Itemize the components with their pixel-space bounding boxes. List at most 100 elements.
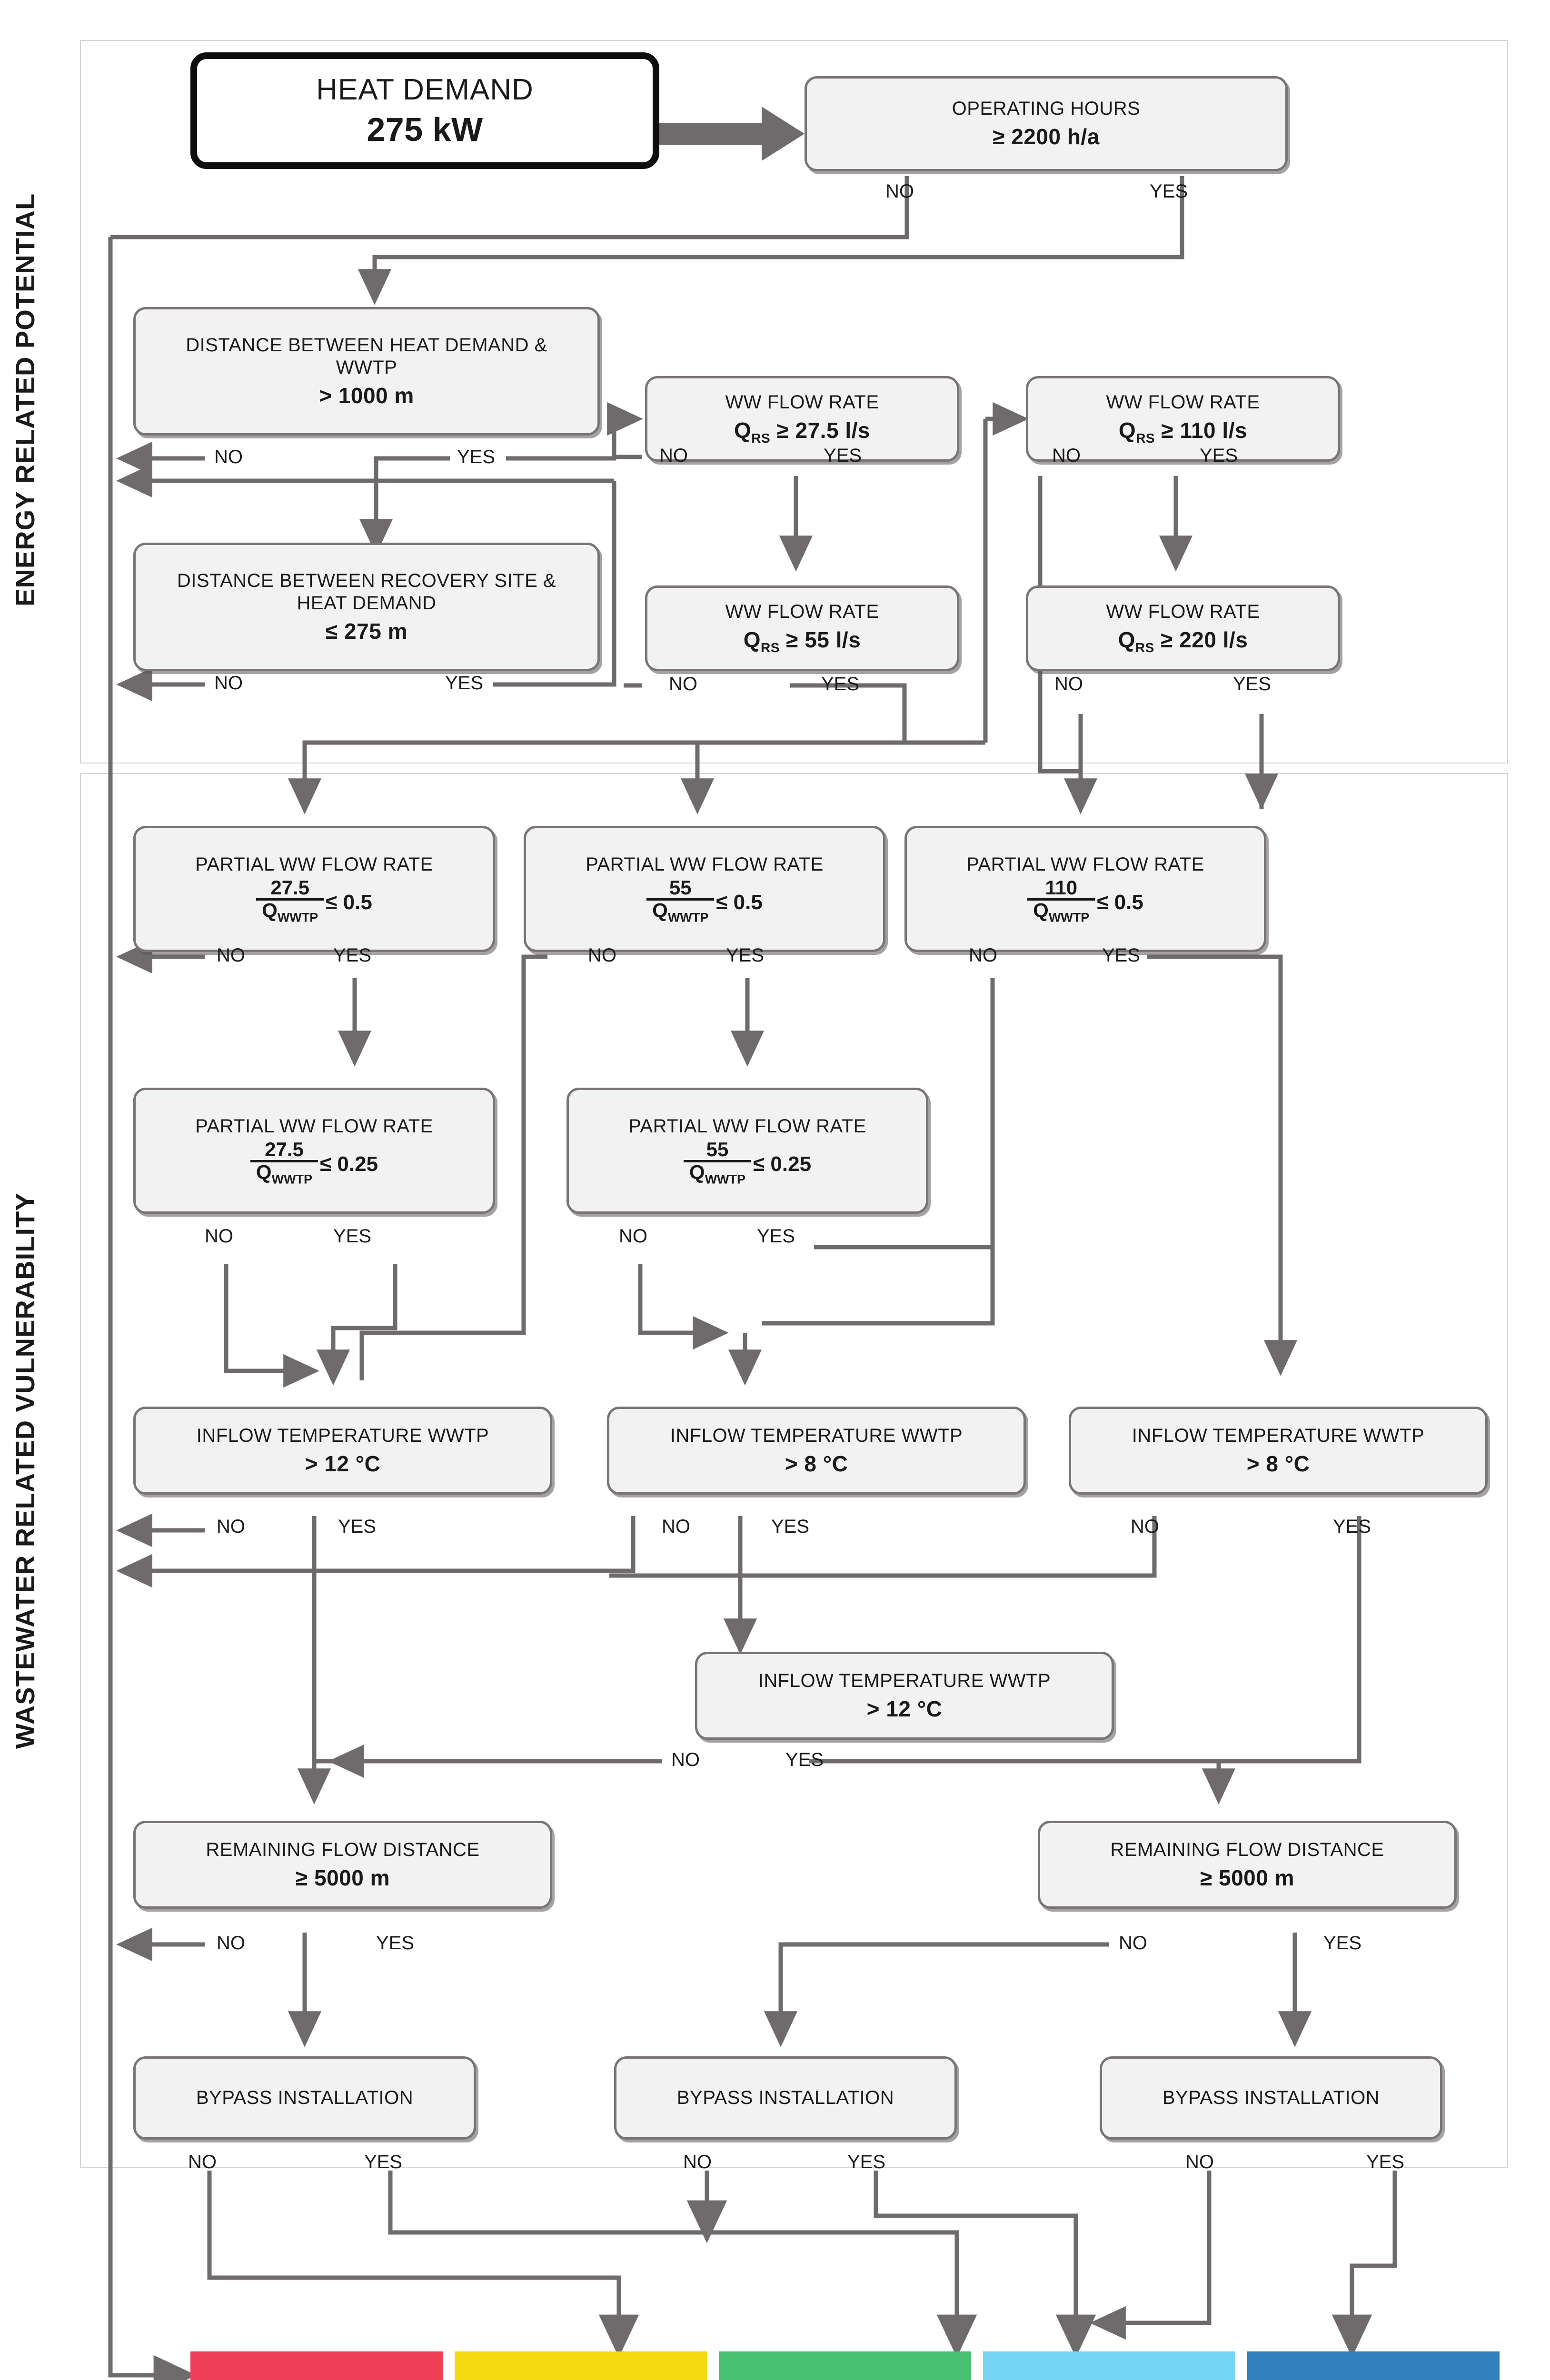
branch-label-bypass-right-no: NO: [1185, 2152, 1214, 2172]
node-partial-ww-flow-rate-55-0-25[interactable]: PARTIAL WW FLOW RATE 55 QWWTP ≤ 0.25: [566, 1088, 928, 1214]
node-title: OPERATING HOURS: [952, 98, 1141, 119]
node-title: PARTIAL WW FLOW RATE: [628, 1116, 866, 1137]
fraction: 27.5 QWWTP ≤ 0.25: [250, 1138, 378, 1186]
node-value: > 12 °C: [866, 1696, 943, 1721]
node-ww-flow-rate-55[interactable]: WW FLOW RATE QRS ≥ 55 l/s: [645, 585, 959, 671]
fraction: 55 QWWTP ≤ 0.25: [683, 1138, 811, 1186]
branch-label-dist-wwtp-yes: YES: [457, 446, 496, 467]
fraction-numerator: 110: [1045, 876, 1078, 899]
node-value: ≥ 2200 h/a: [993, 124, 1100, 149]
node-partial-ww-flow-rate-27-5-0-5[interactable]: PARTIAL WW FLOW RATE 27.5 QWWTP ≤ 0.5: [133, 826, 495, 952]
fraction-denominator: QWWTP: [250, 1160, 318, 1186]
node-ww-flow-rate-110[interactable]: WW FLOW RATE QRS ≥ 110 l/s: [1026, 376, 1340, 462]
branch-label-dist-wwtp-no: NO: [214, 446, 243, 467]
node-value: QRS ≥ 55 l/s: [743, 627, 861, 655]
node-title: BYPASS INSTALLATION: [196, 2087, 414, 2108]
branch-label-pw55-025-no: NO: [619, 1226, 647, 1247]
node-bypass-installation-right[interactable]: BYPASS INSTALLATION: [1100, 2056, 1442, 2140]
node-value: ≤ 275 m: [326, 619, 407, 644]
fraction-denominator: QWWTP: [683, 1160, 752, 1186]
node-value: > 8 °C: [785, 1451, 848, 1476]
branch-label-inflow12-mid-yes: YES: [785, 1749, 824, 1770]
fraction-operator: ≤ 0.5: [326, 891, 372, 914]
node-value: QRS ≥ 220 l/s: [1118, 627, 1248, 655]
node-title: INFLOW TEMPERATURE WWTP: [758, 1670, 1051, 1691]
node-remaining-flow-distance-left[interactable]: REMAINING FLOW DISTANCE ≥ 5000 m: [133, 1821, 552, 1909]
result-less-suitable[interactable]: less suitable: [455, 2351, 707, 2380]
node-bypass-installation-left[interactable]: BYPASS INSTALLATION: [133, 2056, 476, 2140]
node-title: DISTANCE BETWEEN RECOVERY SITE & HEAT DE…: [177, 570, 556, 614]
fraction: 27.5 QWWTP ≤ 0.5: [256, 877, 372, 924]
fraction: 55 QWWTP ≤ 0.5: [646, 876, 763, 924]
node-value: > 8 °C: [1246, 1451, 1310, 1476]
fraction-denominator: QWWTP: [646, 898, 715, 924]
node-title: INFLOW TEMPERATURE WWTP: [1132, 1425, 1425, 1446]
node-heat-demand[interactable]: HEAT DEMAND 275 kW: [190, 52, 659, 169]
node-title: BYPASS INSTALLATION: [1162, 2087, 1380, 2108]
branch-label-pw110-05-no: NO: [969, 945, 997, 966]
fraction-operator: ≤ 0.25: [320, 1152, 378, 1176]
node-value: > 12 °C: [305, 1451, 381, 1476]
branch-label-ww220-yes: YES: [1233, 674, 1272, 694]
node-partial-ww-flow-rate-110-0-5[interactable]: PARTIAL WW FLOW RATE 110 QWWTP ≤ 0.5: [904, 826, 1266, 952]
node-ww-flow-rate-220[interactable]: WW FLOW RATE QRS ≥ 220 l/s: [1026, 585, 1340, 671]
fraction-operator: ≤ 0.5: [716, 891, 763, 914]
node-title: WW FLOW RATE: [1106, 601, 1260, 623]
fraction-numerator: 55: [669, 876, 692, 899]
branch-label-inflow8-mid-yes: YES: [771, 1516, 810, 1537]
branch-label-inflow12-left-yes: YES: [338, 1516, 377, 1537]
node-inflow-temperature-12-middle[interactable]: INFLOW TEMPERATURE WWTP > 12 °C: [695, 1652, 1114, 1740]
branch-label-operating-no: NO: [885, 181, 914, 202]
node-title: WW FLOW RATE: [725, 601, 879, 623]
branch-label-ww110-no: NO: [1052, 445, 1081, 466]
fraction-denominator: QWWTP: [256, 898, 324, 924]
node-title: REMAINING FLOW DISTANCE: [1110, 1839, 1384, 1860]
node-partial-ww-flow-rate-27-5-0-25[interactable]: PARTIAL WW FLOW RATE 27.5 QWWTP ≤ 0.25: [133, 1088, 495, 1214]
node-distance-heat-demand-wwtp[interactable]: DISTANCE BETWEEN HEAT DEMAND & WWTP > 10…: [133, 307, 600, 436]
node-value: ≥ 5000 m: [1200, 1865, 1295, 1890]
branch-label-ww55-no: NO: [669, 674, 697, 694]
node-value: QRS ≥ 27.5 l/s: [734, 418, 870, 446]
fraction: 110 QWWTP ≤ 0.5: [1027, 876, 1143, 924]
node-inflow-temperature-12-left[interactable]: INFLOW TEMPERATURE WWTP > 12 °C: [133, 1407, 552, 1495]
branch-label-ww275-no: NO: [659, 445, 688, 466]
node-inflow-temperature-8-right[interactable]: INFLOW TEMPERATURE WWTP > 8 °C: [1069, 1407, 1488, 1495]
node-value: 275 kW: [367, 110, 483, 148]
result-suitable[interactable]: suitable: [719, 2351, 971, 2380]
fraction-numerator: 27.5: [265, 1138, 304, 1161]
result-very-suitable[interactable]: very suitable: [983, 2351, 1235, 2380]
branch-label-ww55-yes: YES: [821, 674, 860, 694]
node-ww-flow-rate-27-5[interactable]: WW FLOW RATE QRS ≥ 27.5 l/s: [645, 376, 959, 462]
node-remaining-flow-distance-right[interactable]: REMAINING FLOW DISTANCE ≥ 5000 m: [1038, 1821, 1457, 1909]
branch-label-remain-left-yes: YES: [376, 1933, 415, 1954]
branch-label-ww275-yes: YES: [824, 445, 862, 466]
node-inflow-temperature-8-middle[interactable]: INFLOW TEMPERATURE WWTP > 8 °C: [607, 1407, 1026, 1495]
branch-label-bypass-mid-no: NO: [683, 2152, 712, 2172]
branch-label-pw275-05-no: NO: [217, 945, 245, 966]
result-most-suitable[interactable]: most suitable: [1247, 2351, 1500, 2380]
node-title: PARTIAL WW FLOW RATE: [195, 854, 433, 875]
node-title: REMAINING FLOW DISTANCE: [206, 1839, 480, 1860]
branch-label-operating-yes: YES: [1150, 181, 1188, 202]
node-operating-hours[interactable]: OPERATING HOURS ≥ 2200 h/a: [805, 76, 1288, 171]
branch-label-bypass-left-yes: YES: [364, 2152, 403, 2172]
result-not-suitable[interactable]: not suitable: [190, 2351, 443, 2380]
branch-label-remain-left-no: NO: [217, 1933, 245, 1954]
node-title: INFLOW TEMPERATURE WWTP: [196, 1425, 489, 1446]
node-title: WW FLOW RATE: [725, 392, 879, 413]
branch-label-pw55-05-yes: YES: [726, 945, 765, 966]
node-partial-ww-flow-rate-55-0-5[interactable]: PARTIAL WW FLOW RATE 55 QWWTP ≤ 0.5: [524, 826, 885, 952]
branch-label-inflow8-right-no: NO: [1131, 1516, 1159, 1537]
branch-label-ww220-no: NO: [1054, 674, 1083, 694]
node-distance-recovery-site-heat-demand[interactable]: DISTANCE BETWEEN RECOVERY SITE & HEAT DE…: [133, 543, 600, 671]
branch-label-ww110-yes: YES: [1200, 445, 1238, 466]
branch-label-pw275-05-yes: YES: [333, 945, 372, 966]
node-bypass-installation-middle[interactable]: BYPASS INSTALLATION: [614, 2056, 957, 2140]
branch-label-pw275-025-yes: YES: [333, 1226, 372, 1247]
panel-wastewater-related-vulnerability: [80, 773, 1508, 2168]
fraction-numerator: 55: [706, 1138, 729, 1161]
branch-label-dist-rs-no: NO: [214, 673, 243, 694]
node-title: PARTIAL WW FLOW RATE: [195, 1116, 433, 1137]
panel-energy-related-potential: [80, 40, 1508, 764]
